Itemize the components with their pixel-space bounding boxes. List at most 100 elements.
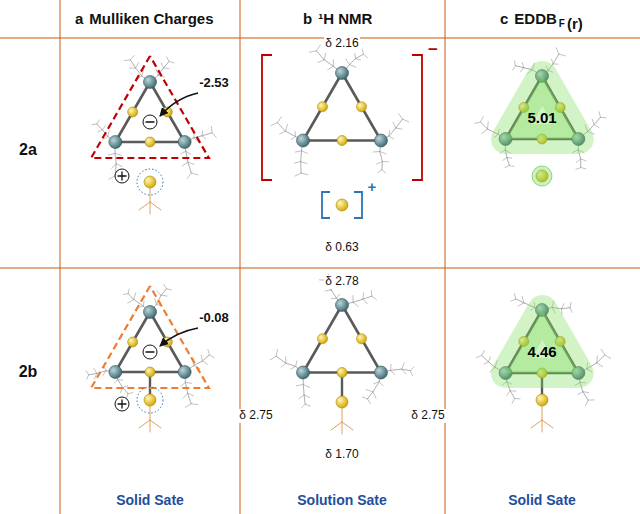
atoms [109,67,585,409]
dotted-circle [137,387,163,413]
ligand-bond [296,384,303,385]
ligand-bond [561,308,570,309]
subscript: F [558,18,566,30]
ligand-bond [128,289,130,294]
column-heading: EDDB [513,10,558,27]
ligand-bond [379,382,383,386]
ligand-bond [356,54,364,58]
ligand-bond [126,394,128,399]
ligand-bond [570,308,572,313]
ligand-bond [194,361,203,366]
ligand-bond [167,57,169,61]
sulfur-atom [356,334,366,344]
cation-ligand [542,420,553,428]
ligand-bond [521,68,524,72]
cation-ligand [542,406,543,420]
ligand-bond [402,363,405,369]
ligand-bond [484,362,489,364]
positive-charge-symbol [115,397,129,411]
row-label: 2b [18,363,39,381]
ligand-bond [94,368,97,373]
sulfur-atom [318,102,328,112]
nmr-shift: δ 1.70 [324,448,359,462]
ligand-bond [553,54,559,64]
ligand-bond [403,119,409,122]
ligand-bond [124,59,130,61]
ligand-bond [580,159,581,168]
ligand-bond [108,131,109,136]
grid-line [0,38,640,39]
metal-atom [336,299,349,312]
ligand-bond [594,125,599,128]
ion-charge: + [367,178,378,195]
charge-circle [143,345,157,359]
metal-atom [178,136,191,149]
ligand-bond [134,293,136,300]
sulfur-atom [144,176,156,188]
ligand-bond [98,130,103,132]
ligand-bond [303,384,305,394]
ligand-bond [155,299,157,305]
ligand-bond [143,301,145,306]
ligand-bond [203,355,210,361]
ligand-bond [286,363,296,366]
ligand-bond [295,151,301,152]
ligand-bond [128,392,133,394]
ligand-bond [211,127,213,133]
ligand-bond [410,371,412,376]
ligand-bond [277,117,281,123]
ligand-bond [181,382,186,386]
ligand-bond [161,289,166,295]
ligand-bond [164,61,169,68]
ligand-bond [363,293,365,299]
ligand-bond [482,350,485,355]
ligand-bond [353,299,363,302]
ligand-bond [301,162,307,164]
ligand-bond [136,68,142,76]
ligand-bond [578,392,583,395]
ligand-bond [553,63,558,64]
ligand-bond [123,387,128,393]
ligand-bond [356,59,361,60]
ligand-bond [316,51,324,60]
ligand-bond [325,289,331,291]
cation-ligand [342,408,343,422]
ligand-bond [164,67,169,69]
sulfur-atom [536,394,548,406]
ligand-bond [382,170,386,173]
ligand-bond [367,399,370,404]
nmr-shift: δ 2.16 [324,37,359,51]
ligand-bond [86,371,89,375]
ligand-bond [166,289,171,290]
ligand-bond [556,48,559,54]
cation-ligand [150,202,161,210]
ligand-bond [301,404,305,408]
ligand-bond [279,131,285,134]
bracket-left [322,192,330,218]
metal-atom [297,134,310,147]
ligand-bond [186,151,188,162]
isosurface-blob [506,310,579,373]
ligand-bond [518,303,524,306]
charge-bar [121,172,122,180]
ligand-bond [381,161,382,169]
ligand-bond [509,165,514,166]
ligand-bond [592,119,594,124]
state-label: Solid Sate [115,492,185,508]
positive-charge-symbol [115,169,129,183]
ligand-bond [597,363,603,367]
ligand-bond [95,373,97,378]
ligand-bond [380,152,386,154]
ligand-bond [605,355,611,359]
charge-bar [121,400,122,408]
charge-value: -0.08 [198,311,230,326]
ligand-bond [324,53,326,60]
ligand-bond [296,361,297,367]
ligand-bond [588,399,594,400]
sulfur-atom [144,394,156,406]
ligand-bond [350,59,356,65]
ligand-bond [324,60,333,67]
ligand-bond [294,162,300,164]
ligand-bond [202,136,206,139]
ligand-bond [507,157,512,158]
